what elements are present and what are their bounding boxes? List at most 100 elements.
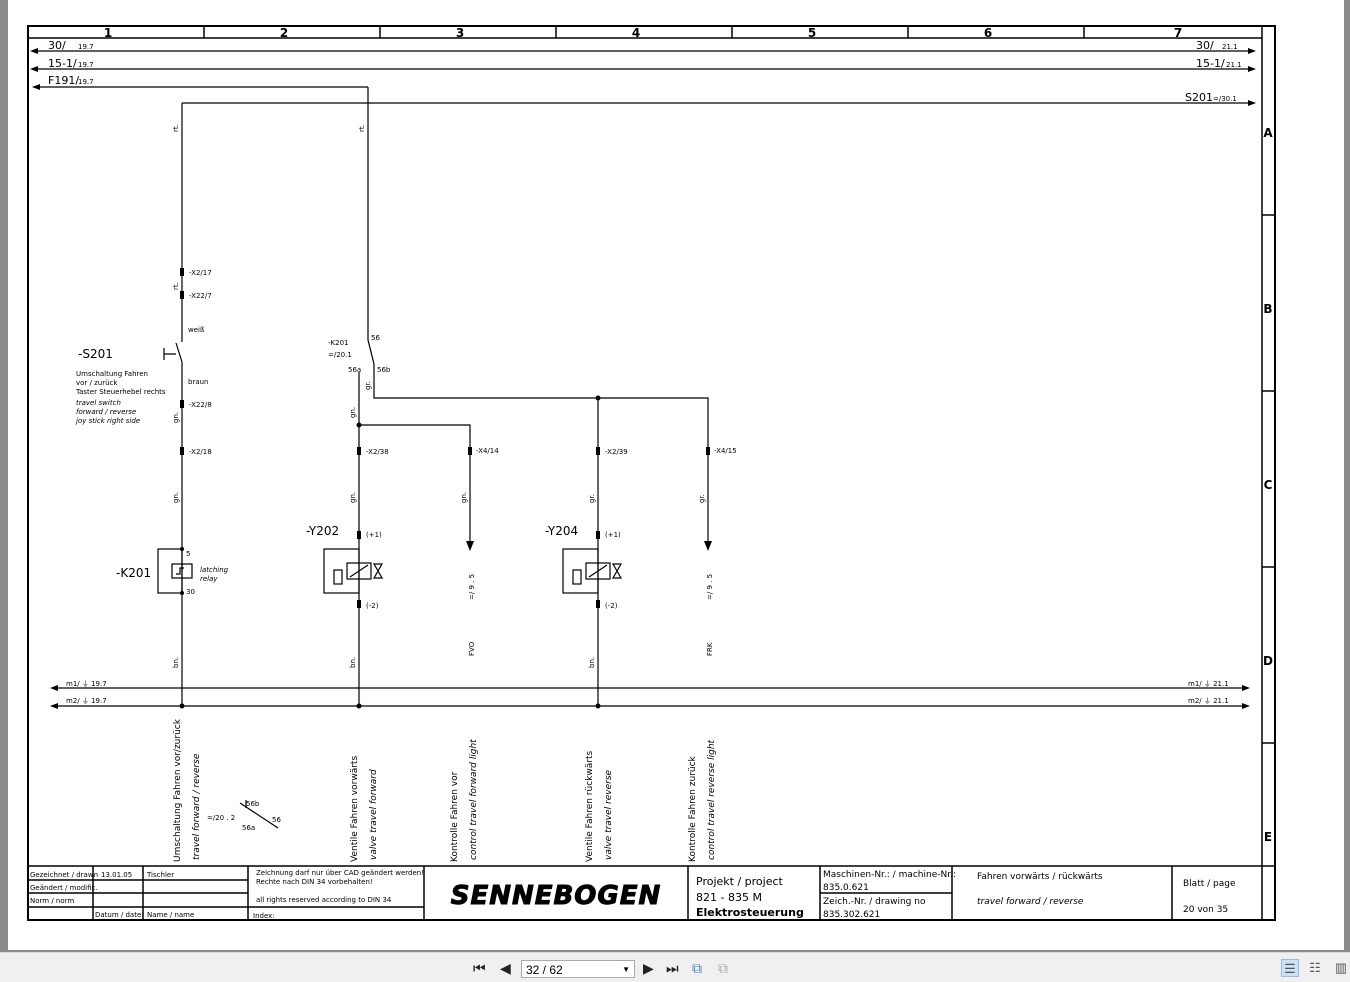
bus-ref: =/30.1 bbox=[1213, 95, 1237, 103]
wire-color: gr. bbox=[364, 381, 372, 390]
terminal-label: 56a bbox=[242, 824, 255, 832]
cross-ref: =/ 9 . 5 bbox=[706, 574, 714, 600]
column-number: 5 bbox=[808, 26, 816, 40]
document-viewport[interactable]: 1 2 3 4 5 6 7 A B C D E 30/ 19.7 30/ 21.… bbox=[0, 0, 1350, 952]
chevron-down-icon: ▼ bbox=[622, 965, 630, 974]
column-number: 3 bbox=[456, 26, 464, 40]
single-page-view-icon[interactable]: ☰ bbox=[1281, 959, 1299, 977]
previous-page-button[interactable]: ◀ bbox=[500, 960, 511, 976]
terminal-label: -X2/39 bbox=[605, 448, 628, 456]
wire-color: gr. bbox=[698, 494, 706, 503]
bus-label: m2/ ⏚ 19.7 bbox=[66, 697, 107, 705]
terminal-label: (+1) bbox=[605, 531, 621, 539]
page-label: Blatt / page bbox=[1183, 879, 1236, 889]
two-page-view-icon[interactable]: ▥ bbox=[1334, 960, 1348, 975]
wire-color: gn. bbox=[172, 412, 180, 423]
wire-color: gn. bbox=[460, 492, 468, 503]
terminal-label: -X4/15 bbox=[714, 447, 737, 455]
terminal-label: -X22/8 bbox=[189, 401, 212, 409]
terminal-label: 56b bbox=[377, 366, 391, 374]
bus-label: F191/ bbox=[48, 74, 79, 87]
project-value: 821 - 835 M bbox=[696, 891, 762, 904]
machine-value: 835.0.621 bbox=[823, 883, 869, 893]
go-back-view-icon[interactable]: ⧉ bbox=[692, 960, 702, 976]
sheet-title: Fahren vorwärts / rückwärts bbox=[977, 872, 1103, 882]
row-letter: C bbox=[1264, 478, 1273, 492]
caption-de: Ventile Fahren rückwärts bbox=[585, 751, 595, 862]
drawing-label: Zeich.-Nr. / drawing no bbox=[823, 897, 926, 907]
terminal-label: (-2) bbox=[605, 602, 618, 610]
component-id: -K201 bbox=[116, 566, 151, 580]
bus-ref: 21.1 bbox=[1222, 43, 1238, 51]
go-forward-view-icon[interactable]: ⧉ bbox=[718, 960, 728, 976]
notice: Zeichnung darf nur über CAD geändert wer… bbox=[256, 869, 424, 877]
column-number: 1 bbox=[104, 26, 112, 40]
component-id: -Y202 bbox=[306, 524, 339, 538]
column-number: 7 bbox=[1174, 26, 1182, 40]
component-desc: latching bbox=[200, 566, 229, 574]
page-selector[interactable]: 32 / 62 ▼ bbox=[521, 960, 635, 978]
wire-color: rt. bbox=[172, 282, 180, 290]
continuous-view-icon[interactable]: ☷ bbox=[1309, 960, 1321, 975]
sennebogen-logo: SENNEBOGEN bbox=[451, 881, 662, 911]
row-letter: A bbox=[1263, 126, 1273, 140]
next-page-button[interactable]: ▶ bbox=[643, 960, 654, 976]
wire-color: gn. bbox=[349, 492, 357, 503]
bus-label: m2/ ⏚ 21.1 bbox=[1188, 697, 1229, 705]
pdf-toolbar: ⏮ ◀ 32 / 62 ▼ ▶ ⏭ ⧉ ⧉ ☰ ☷ ▥ bbox=[0, 952, 1350, 982]
wire-color: gr. bbox=[588, 494, 596, 503]
caption-de: Ventile Fahren vorwärts bbox=[350, 756, 360, 862]
first-page-button[interactable]: ⏮ bbox=[473, 960, 486, 976]
row-letter: E bbox=[1264, 830, 1272, 844]
last-page-button[interactable]: ⏭ bbox=[666, 960, 679, 976]
bus-ref: 19.7 bbox=[78, 43, 94, 51]
terminal-label: 56b bbox=[246, 800, 260, 808]
component-desc: Umschaltung Fahren bbox=[76, 370, 148, 378]
wire-color: weiß bbox=[188, 326, 205, 334]
index-label: Index: bbox=[253, 912, 275, 920]
bus-label: m1/ ⏚ 19.7 bbox=[66, 680, 107, 688]
cross-ref: =/20 . 2 bbox=[207, 814, 235, 822]
title-block bbox=[28, 865, 1275, 920]
bus-label: 30/ bbox=[1196, 39, 1214, 52]
column-number: 4 bbox=[632, 26, 640, 40]
bus-ref: 21.1 bbox=[1226, 61, 1242, 69]
wire-color: bn. bbox=[172, 657, 180, 668]
wire-color: bn. bbox=[588, 657, 596, 668]
terminal-label: 56a bbox=[348, 366, 361, 374]
caption-en: valve travel reverse bbox=[604, 769, 614, 860]
bus-ref: 19.7 bbox=[78, 78, 94, 86]
caption-en: valve travel forward bbox=[369, 769, 379, 860]
terminal-label: -X22/7 bbox=[189, 292, 212, 300]
date-label: Datum / date bbox=[95, 911, 141, 919]
terminal-label: 5 bbox=[186, 550, 190, 558]
caption-de: Umschaltung Fahren vor/zurück bbox=[173, 718, 183, 862]
bus-label: 30/ bbox=[48, 39, 66, 52]
row-letter: D bbox=[1263, 654, 1273, 668]
drawn-label: Gezeichnet / drawn bbox=[30, 871, 98, 879]
terminal-label: -X2/17 bbox=[189, 269, 212, 277]
name-label: Name / name bbox=[147, 911, 194, 919]
terminal-label: -X4/14 bbox=[476, 447, 499, 455]
machine-label: Maschinen-Nr.: / machine-Nr.: bbox=[823, 870, 956, 880]
component-desc: Taster Steuerhebel rechts bbox=[75, 388, 166, 396]
bus-label: 15-1/ bbox=[48, 57, 77, 70]
page-indicator: 32 / 62 bbox=[526, 963, 563, 977]
bus-label: 15-1/ bbox=[1196, 57, 1225, 70]
notice: all rights reserved according to DIN 34 bbox=[256, 896, 392, 904]
project-sub: Elektrosteuerung bbox=[696, 906, 804, 919]
project-label: Projekt / project bbox=[696, 875, 784, 888]
bus-label: m1/ ⏚ 21.1 bbox=[1188, 680, 1229, 688]
row-letter: B bbox=[1263, 302, 1272, 316]
caption-en: travel forward / reverse bbox=[192, 753, 202, 860]
drawing-frame bbox=[27, 25, 1276, 921]
bus-ref: 19.7 bbox=[78, 61, 94, 69]
component-id: -K201 bbox=[328, 339, 348, 347]
page-value: 20 von 35 bbox=[1183, 905, 1228, 915]
component-id: -Y204 bbox=[545, 524, 578, 538]
component-desc: travel switch bbox=[76, 399, 121, 407]
component-desc: forward / reverse bbox=[76, 408, 136, 416]
component-id: -S201 bbox=[78, 347, 113, 361]
caption-de: Kontrolle Fahren vor bbox=[450, 771, 460, 862]
column-number: 2 bbox=[280, 26, 288, 40]
